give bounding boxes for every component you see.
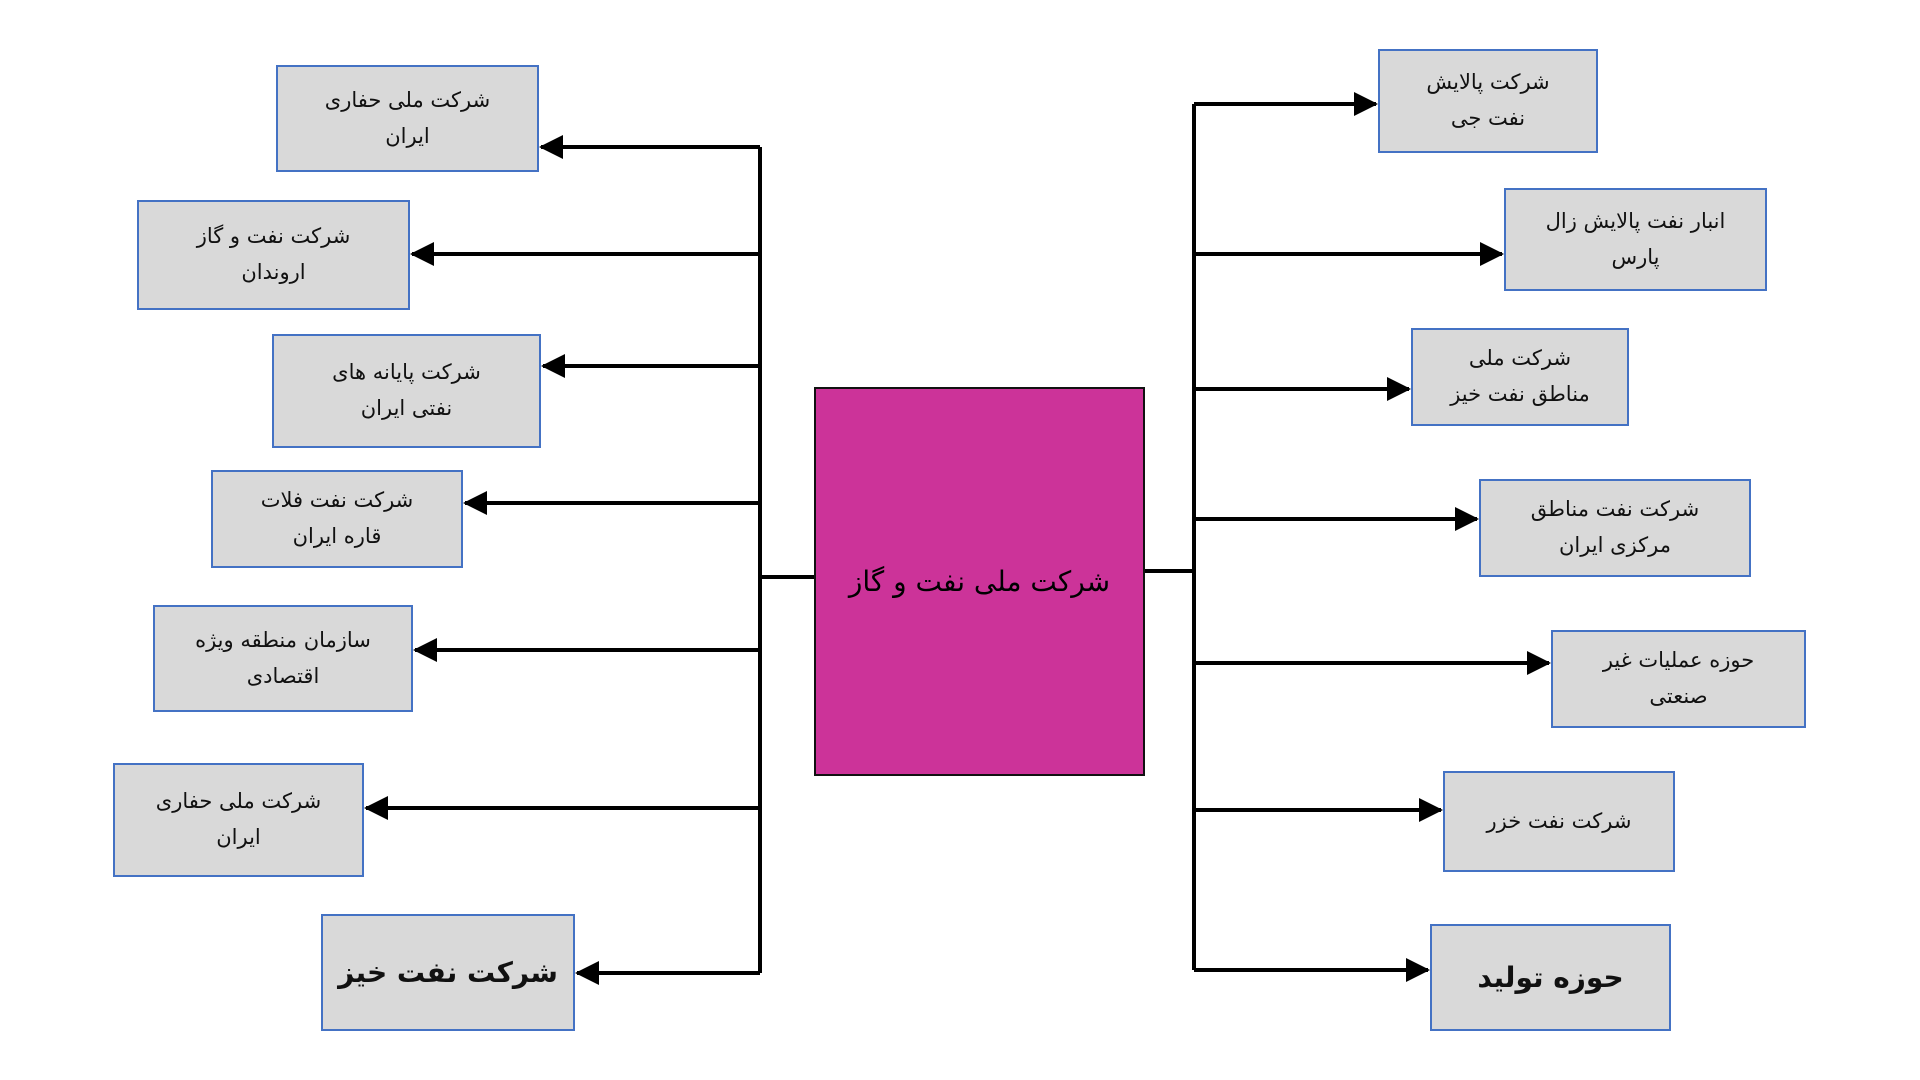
node-label: شرکت ملی حفاری ایران	[324, 87, 491, 148]
node-right-central-regions: شرکت نفت مناطق مرکزی ایران	[1479, 479, 1751, 577]
node-label: شرکت نفت مناطق مرکزی ایران	[1530, 497, 1700, 557]
node-label: شرکت ملی حفاری ایران	[155, 789, 322, 849]
node-right-zal-pars-depot: انبار نفت پالایش زال پارس	[1504, 188, 1767, 291]
node-label: شرکت نفت خزر	[1486, 808, 1632, 833]
center-node: شرکت ملی نفت و گاز	[814, 387, 1145, 776]
node-left-terminals: شرکت پایانه های نفتی ایران	[272, 334, 541, 448]
node-label: شرکت نفت و گاز اروندان	[196, 224, 351, 284]
node-right-oil-rich-regions: شرکت ملی مناطق نفت خیز	[1411, 328, 1629, 426]
node-right-jey-refinery: شرکت پالایش نفت جی	[1378, 49, 1598, 153]
node-left-offshore: شرکت نفت فلات قاره ایران	[211, 470, 463, 568]
node-right-khazar: شرکت نفت خزر	[1443, 771, 1675, 872]
node-label: شرکت نفت خیز	[338, 955, 558, 989]
node-left-drilling-top: شرکت ملی حفاری ایران	[276, 65, 539, 172]
node-label: سازمان منطقه ویژه اقتصادی	[195, 627, 371, 688]
node-right-production: حوزه تولید	[1430, 924, 1671, 1031]
node-left-naftkhiz: شرکت نفت خیز	[321, 914, 575, 1031]
center-node-label: شرکت ملی نفت و گاز	[848, 564, 1111, 598]
node-right-non-industrial-ops: حوزه عملیات غیر صنعتی	[1551, 630, 1806, 728]
node-label: حوزه عملیات غیر صنعتی	[1602, 648, 1755, 708]
node-label: شرکت پالایش نفت جی	[1426, 70, 1550, 130]
node-label: حوزه تولید	[1477, 960, 1624, 994]
node-label: شرکت پایانه های نفتی ایران	[332, 360, 481, 420]
node-label: انبار نفت پالایش زال پارس	[1545, 208, 1726, 269]
node-left-arvandan: شرکت نفت و گاز اروندان	[137, 200, 410, 310]
node-label: شرکت نفت فلات قاره ایران	[260, 488, 414, 548]
node-label: شرکت ملی مناطق نفت خیز	[1450, 346, 1590, 406]
node-left-special-zone: سازمان منطقه ویژه اقتصادی	[153, 605, 413, 712]
node-left-drilling-bottom: شرکت ملی حفاری ایران	[113, 763, 364, 877]
